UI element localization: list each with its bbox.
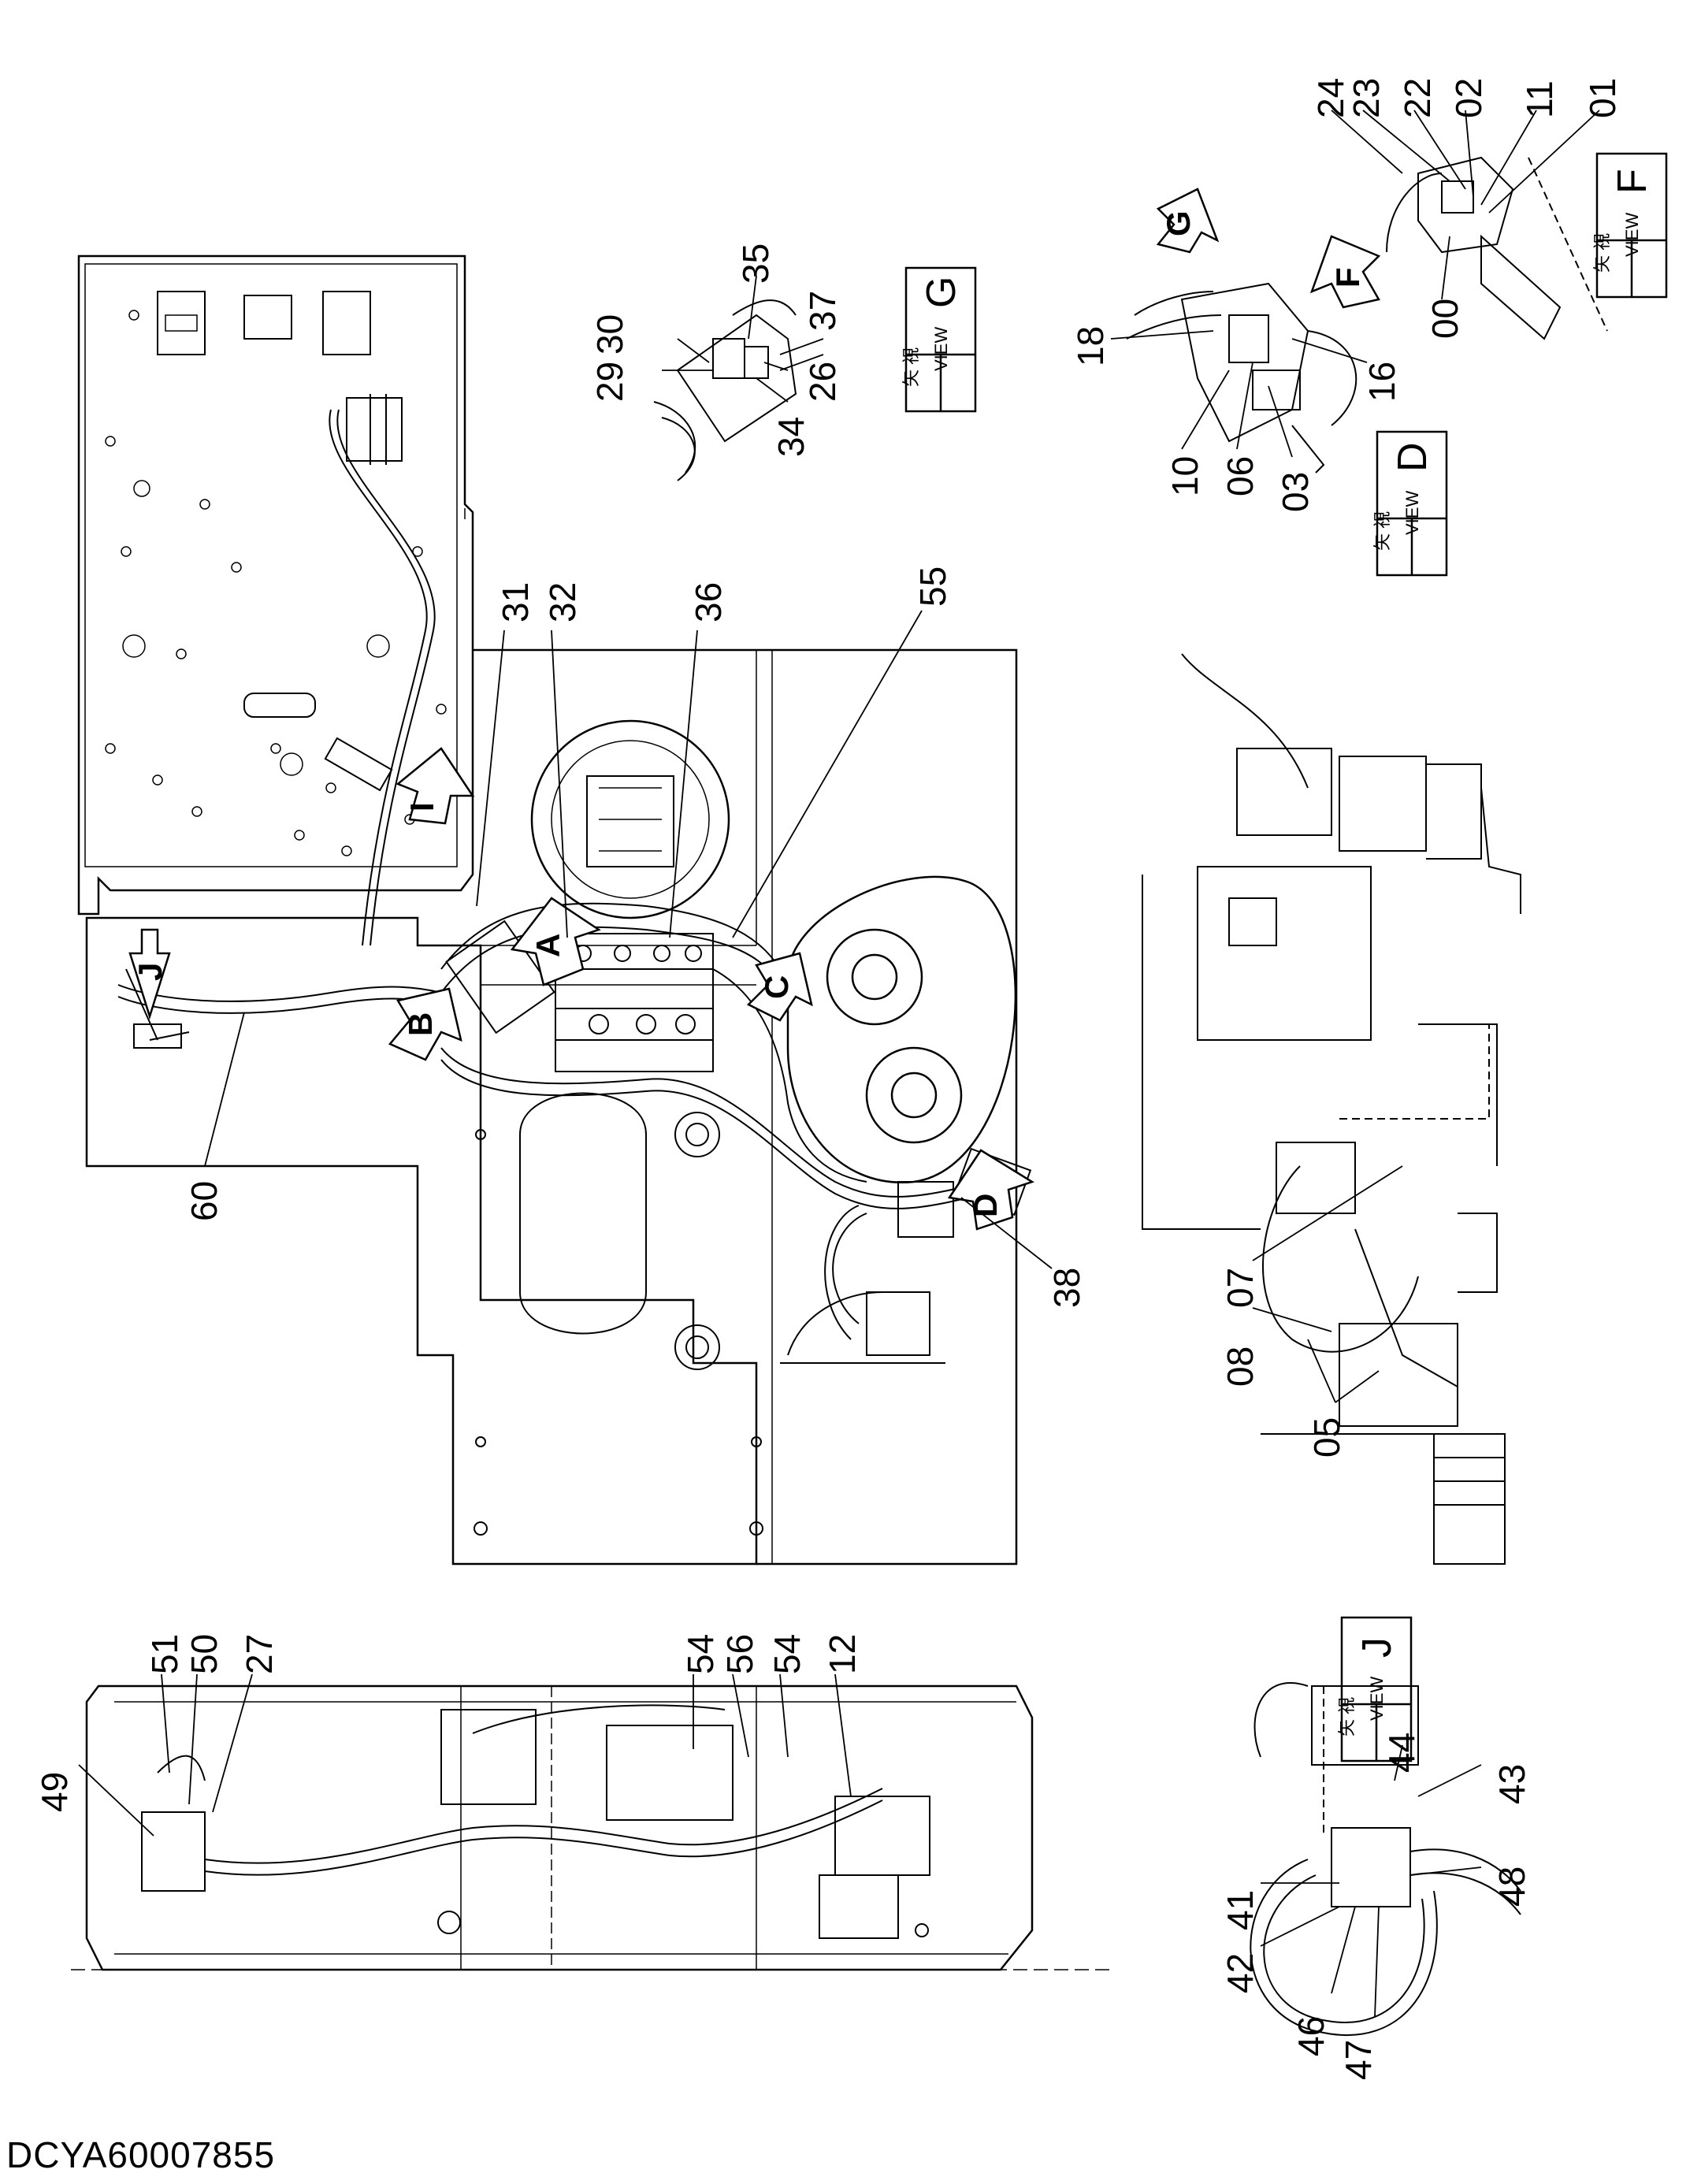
callout-55: 55: [912, 566, 953, 607]
view-box-f-view: VIEW: [1622, 213, 1642, 257]
control-valve: [445, 919, 714, 1072]
view-box-d-kanji: 矢 視: [1372, 511, 1392, 551]
view-box-d: [1376, 430, 1448, 577]
view-arrow-b: [388, 987, 462, 1061]
callout-03: 03: [1275, 472, 1316, 512]
view-box-f-kanji: 矢 視: [1592, 233, 1612, 273]
pilot-valve-group: [780, 1147, 1032, 1364]
lower-left-assembly: [71, 1684, 1111, 1971]
callout-00: 00: [1424, 299, 1465, 339]
callout-16: 16: [1361, 362, 1402, 402]
view-arrow-g: [1156, 188, 1220, 254]
callout-36: 36: [688, 582, 729, 622]
view-box-f-letter: F: [1610, 169, 1655, 194]
callout-60: 60: [184, 1181, 225, 1221]
callout-35: 35: [735, 243, 776, 284]
callout-24: 24: [1310, 78, 1351, 118]
callout-01: 01: [1582, 78, 1623, 118]
view-box-g-letter: G: [919, 277, 964, 308]
callout-49: 49: [34, 1772, 75, 1812]
view-box-j: [1340, 1616, 1413, 1762]
callout-43: 43: [1491, 1764, 1532, 1804]
view-f-detail: [1386, 156, 1608, 340]
view-box-j-letter: J: [1354, 1637, 1400, 1658]
view-arrow-i: [396, 747, 475, 825]
callout-02: 02: [1448, 78, 1489, 118]
side-view-assembly: [1142, 653, 1521, 1565]
callout-10: 10: [1164, 456, 1205, 496]
callout-48: 48: [1491, 1866, 1532, 1907]
view-arrow-j-label: J: [132, 963, 169, 981]
view-box-f: [1595, 152, 1668, 299]
view-arrow-b-label: B: [402, 1012, 439, 1036]
view-arrow-j: [128, 928, 171, 1020]
view-box-d-letter: D: [1390, 442, 1435, 472]
callout-12: 12: [822, 1634, 863, 1674]
view-box-j-view: VIEW: [1367, 1677, 1387, 1721]
callout-05: 05: [1306, 1417, 1347, 1458]
callout-54-left: 54: [680, 1634, 721, 1674]
upper-frame-assembly: [77, 254, 1032, 1566]
view-box-g-kanji: 矢 視: [901, 347, 921, 387]
view-box-g: [904, 266, 977, 413]
oval-cutout: [519, 1092, 647, 1335]
callout-18: 18: [1070, 326, 1111, 366]
callout-38: 38: [1046, 1268, 1087, 1308]
callout-11: 11: [1519, 80, 1560, 118]
view-box-g-view: VIEW: [931, 327, 951, 371]
callout-37: 37: [802, 291, 843, 331]
callout-44: 44: [1381, 1733, 1422, 1773]
bolt-holes: [105, 310, 447, 856]
callout-23: 23: [1346, 78, 1387, 118]
view-box-j-kanji: 矢 視: [1337, 1697, 1357, 1736]
callout-22: 22: [1397, 78, 1438, 118]
callout-51: 51: [144, 1634, 185, 1674]
callout-34: 34: [771, 417, 812, 457]
view-box-d-view: VIEW: [1402, 491, 1422, 535]
callout-41: 41: [1220, 1890, 1261, 1930]
view-arrow-c: [746, 952, 813, 1022]
callout-30: 30: [589, 314, 630, 355]
view-arrow-f: [1309, 235, 1381, 309]
view-arrow-c-label: C: [758, 975, 795, 999]
callout-08: 08: [1220, 1346, 1261, 1387]
callout-31: 31: [495, 582, 536, 622]
callout-29: 29: [589, 362, 630, 402]
view-d-detail: [1126, 282, 1357, 474]
document-id: DCYA60007855: [6, 2134, 276, 2175]
callout-50: 50: [184, 1634, 225, 1674]
callout-42: 42: [1220, 1953, 1261, 1993]
view-arrow-f-label: F: [1329, 267, 1366, 288]
view-arrow-a-label: A: [529, 934, 566, 957]
callout-32: 32: [542, 582, 583, 622]
callout-07: 07: [1220, 1268, 1261, 1308]
callout-46: 46: [1291, 2016, 1331, 2056]
lower-frame: [85, 916, 758, 1566]
callout-56: 56: [719, 1634, 760, 1674]
leader-lines: [78, 110, 1600, 2018]
swing-motor: [530, 719, 730, 919]
view-arrow-g-label: G: [1160, 210, 1197, 236]
view-arrow-i-label: I: [403, 802, 440, 812]
callout-26: 26: [802, 362, 843, 402]
view-arrow-a: [510, 897, 601, 986]
plate-valve-block: [324, 394, 403, 792]
callout-27: 27: [239, 1634, 280, 1674]
callout-47: 47: [1338, 2040, 1379, 2080]
callout-54-right: 54: [767, 1634, 808, 1674]
callout-06: 06: [1220, 456, 1261, 496]
tank-drums: [786, 875, 1016, 1184]
view-arrow-d-label: D: [967, 1194, 1004, 1217]
